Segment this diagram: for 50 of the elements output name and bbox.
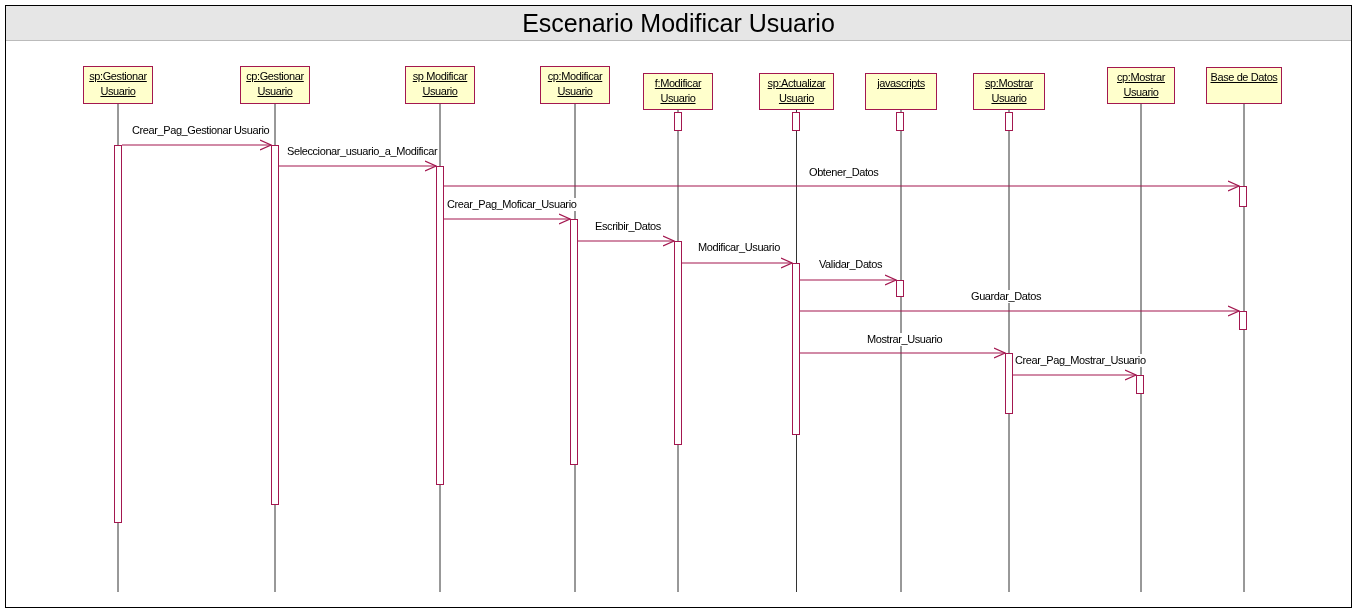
participant-name: cp:Modificar Usuario (546, 69, 604, 99)
message-label: Guardar_Datos (970, 290, 1042, 303)
participant-name: cp:Mostrar Usuario (1116, 70, 1167, 100)
participant-name: sp Modificar Usuario (411, 69, 469, 99)
message-label: Crear_Pag_Mostrar_Usuario (1014, 354, 1147, 367)
lifeline-head (540, 66, 610, 104)
message-arrow (121, 139, 272, 151)
participant-name: f:Modificar Usuario (653, 76, 703, 106)
participant-name: sp:Actualizar Usuario (766, 76, 827, 106)
lifeline-head (1206, 67, 1282, 104)
lifeline-head (865, 73, 937, 110)
message-label: Mostrar_Usuario (866, 333, 944, 346)
message-label: Crear_Pag_Gestionar Usuario (131, 124, 271, 137)
message-arrow (577, 235, 675, 247)
lifeline-head (973, 73, 1045, 110)
message-arrow (443, 180, 1240, 192)
lifeline-head (643, 73, 713, 110)
message-label: Seleccionar_usuario_a_Modificar (286, 145, 439, 158)
message-arrow (443, 213, 571, 225)
activation-bar (1239, 186, 1247, 207)
message-arrow (799, 274, 897, 286)
message-label: Crear_Pag_Moficar_Usuario (446, 198, 578, 211)
activation-bar (1239, 311, 1247, 330)
participant-name: sp:Mostrar Usuario (984, 76, 1035, 106)
participant-name: javascripts (877, 76, 925, 91)
diagram-title: Escenario Modificar Usuario (522, 8, 835, 38)
message-arrow (681, 257, 793, 269)
message-label: Validar_Datos (818, 258, 884, 271)
message-label: Obtener_Datos (808, 166, 880, 179)
message-arrow (1012, 369, 1137, 381)
message-label: Escribir_Datos (594, 220, 662, 233)
lifeline-head (759, 73, 834, 110)
activation-bar (896, 280, 904, 297)
activation-bar (1136, 375, 1144, 394)
message-arrow (278, 160, 437, 172)
message-arrow (799, 347, 1006, 359)
participant-name: cp:Gestionar Usuario (245, 69, 305, 99)
activation-bar (271, 145, 279, 505)
participant-name: Base de Datos (1210, 70, 1278, 85)
participant-name: sp:Gestionar Usuario (88, 69, 148, 99)
message-label: Modificar_Usuario (697, 241, 781, 254)
activation-bar (570, 219, 578, 465)
activation-bar (792, 263, 800, 435)
lifeline-head (1107, 67, 1175, 104)
lifeline-head (405, 66, 475, 104)
activation-bar (674, 241, 682, 445)
activation-bar (1005, 353, 1013, 414)
activation-bar (436, 166, 444, 485)
activation-bar (114, 145, 122, 523)
message-arrow (799, 305, 1240, 317)
